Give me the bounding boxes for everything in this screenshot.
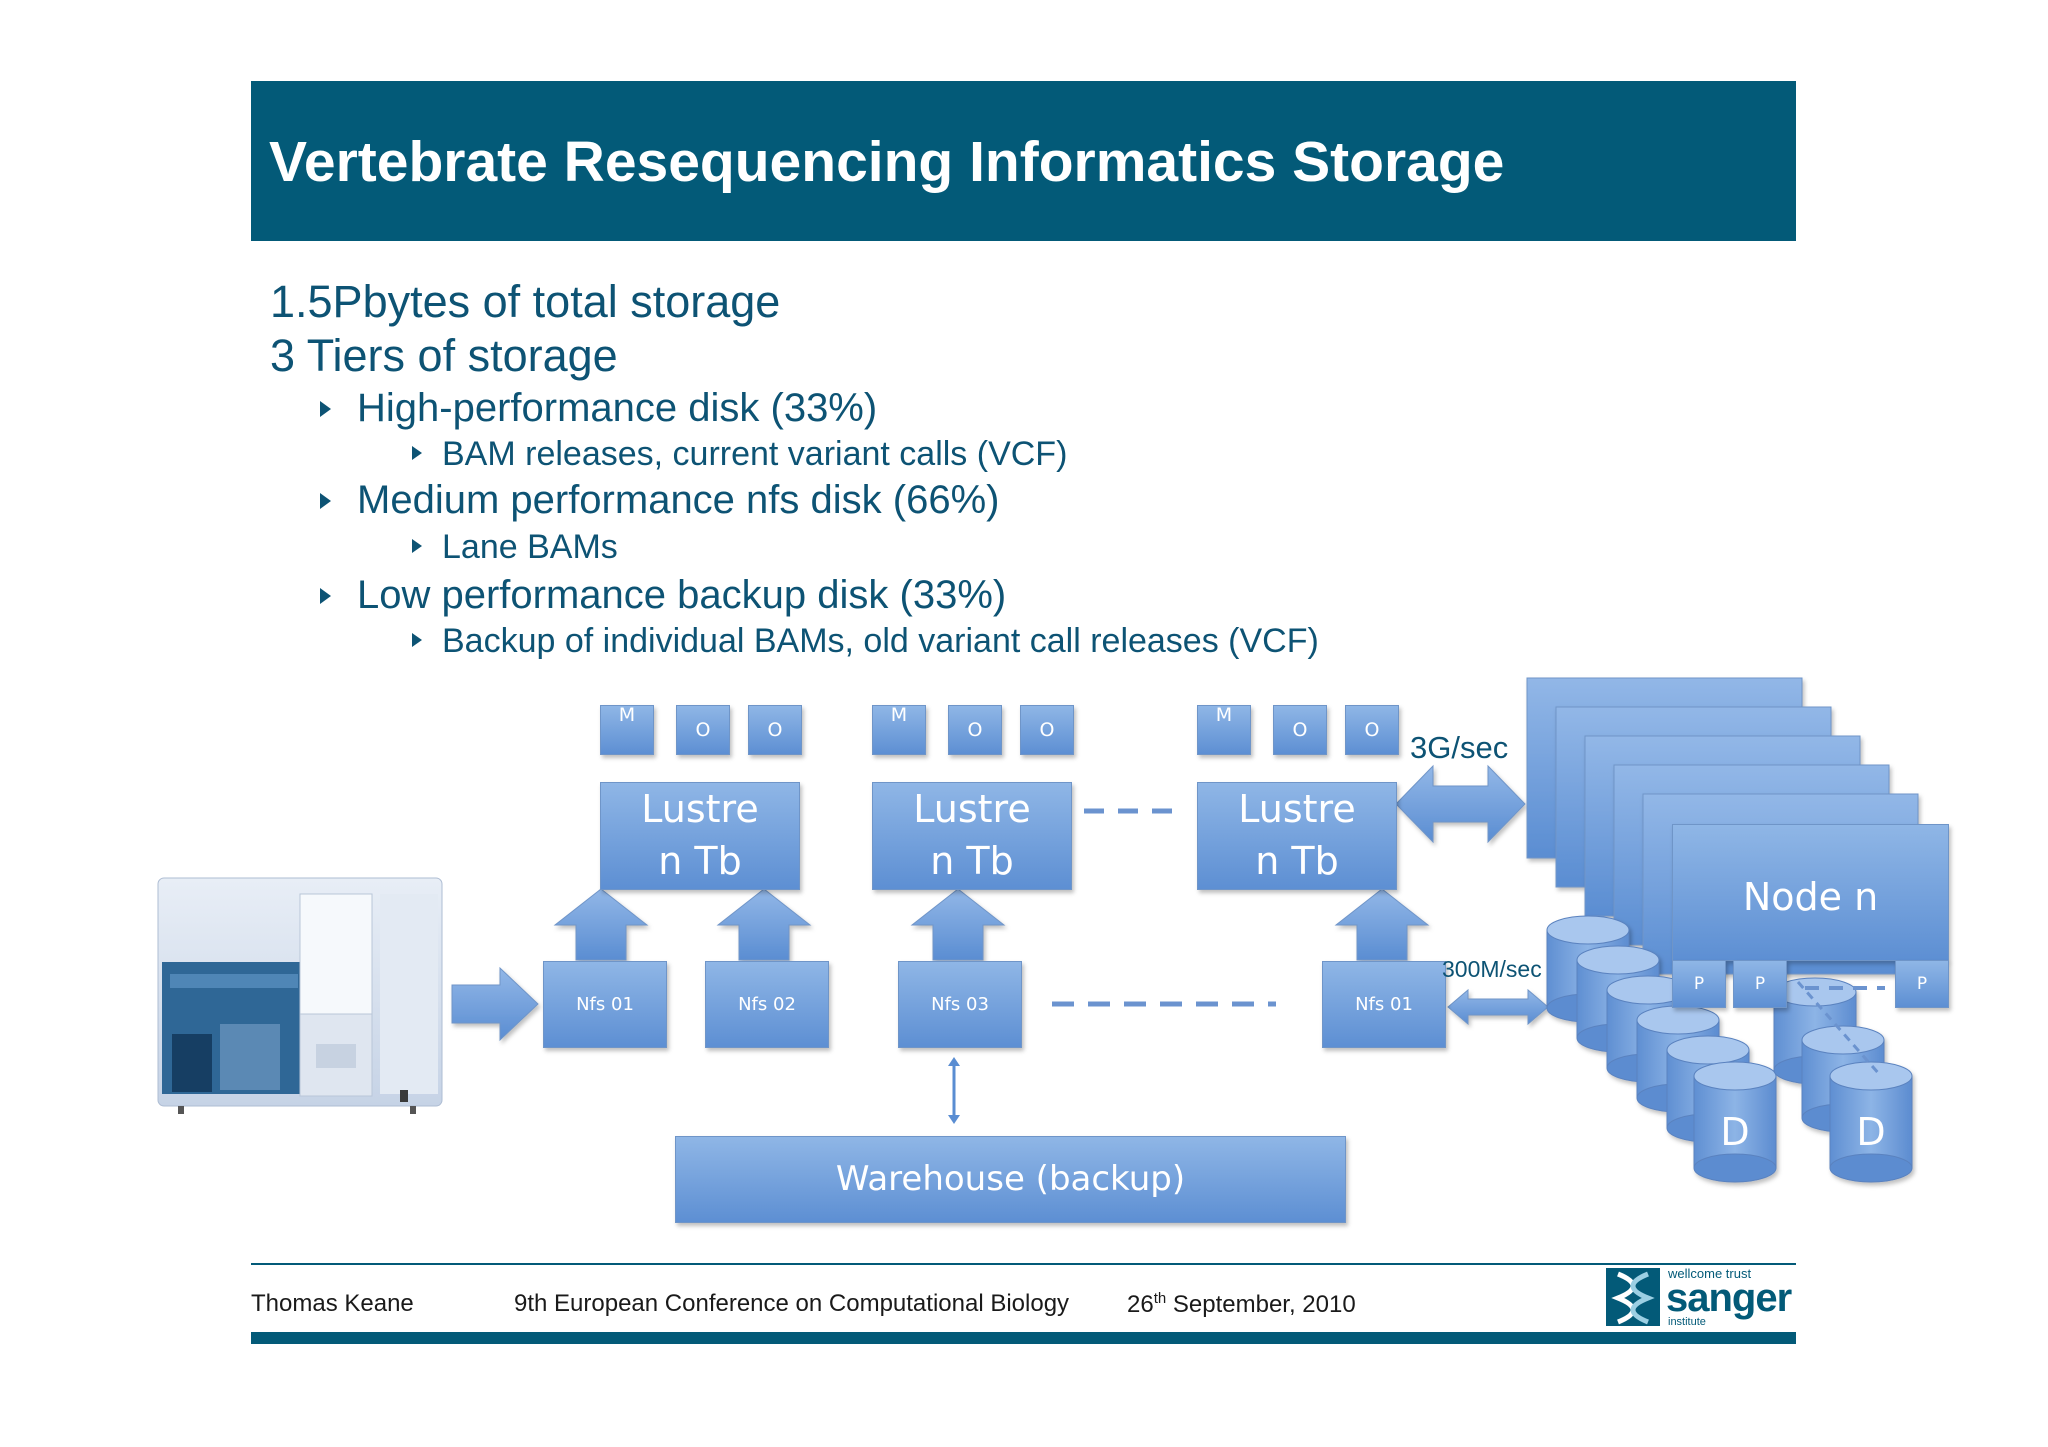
arrow-up-icon	[910, 888, 1006, 961]
footer-conference: 9th European Conference on Computational…	[514, 1290, 1070, 1317]
lustre-size: n Tb	[1255, 839, 1339, 883]
mds-tab: M	[600, 704, 654, 755]
footer-author: Thomas Keane	[251, 1290, 414, 1317]
bullet-arrow-icon	[320, 401, 331, 417]
bullet-arrow-icon	[412, 539, 422, 553]
bullet-bam-releases: BAM releases, current variant calls (VCF…	[442, 435, 1068, 473]
nfs-label: Nfs 02	[738, 994, 796, 1015]
processor-tab: P	[1895, 960, 1949, 1008]
arrow-down-icon	[948, 1115, 960, 1124]
footer-date: 26th September, 2010	[1127, 1290, 1356, 1319]
bullet-lane-bams: Lane BAMs	[442, 528, 618, 566]
oss-tab: O	[1345, 705, 1399, 755]
lustre-box-1: Lustre n Tb	[600, 782, 800, 890]
oss-tab: O	[948, 705, 1002, 755]
tab-label: O	[1292, 719, 1308, 741]
speed-300m-label: 300M/sec	[1442, 956, 1542, 982]
bullet-tiers: 3 Tiers of storage	[270, 330, 618, 381]
bullet-arrow-icon	[320, 493, 331, 509]
warehouse-box: Warehouse (backup)	[675, 1136, 1346, 1223]
node-n-box: Node n	[1672, 824, 1949, 961]
tab-label: O	[695, 719, 711, 741]
processor-tab: P	[1733, 960, 1787, 1008]
date-day: 26	[1127, 1291, 1154, 1318]
bullet-low-performance: Low performance backup disk (33%)	[357, 573, 1007, 617]
footer-bar	[251, 1332, 1796, 1344]
oss-tab: O	[1020, 705, 1074, 755]
tab-label: O	[967, 719, 983, 741]
tab-label: M	[890, 704, 908, 726]
nfs-box-4: Nfs 01	[1322, 961, 1446, 1048]
lustre-label: Lustre	[641, 787, 759, 831]
nfs-box-1: Nfs 01	[543, 961, 667, 1048]
lustre-size: n Tb	[658, 839, 742, 883]
logo-top-text: wellcome trust	[1668, 1266, 1752, 1281]
lustre-label: Lustre	[1238, 787, 1356, 831]
tab-label: P	[1916, 974, 1928, 994]
tab-label: P	[1754, 974, 1766, 994]
tab-label: M	[618, 704, 636, 726]
oss-tab: O	[748, 705, 802, 755]
disk-stack	[1546, 915, 1913, 1183]
date-rest: September, 2010	[1166, 1291, 1356, 1318]
mds-tab: M	[872, 704, 926, 755]
tab-label: M	[1215, 704, 1233, 726]
sanger-logo: wellcome trust sanger institute	[1606, 1266, 1798, 1328]
mds-tab: M	[1197, 704, 1251, 755]
lustre-size: n Tb	[930, 839, 1014, 883]
footer-divider	[251, 1263, 1796, 1265]
title-bar: Vertebrate Resequencing Informatics Stor…	[251, 81, 1796, 241]
bullet-total-storage: 1.5Pbytes of total storage	[270, 276, 781, 327]
arrow-up-icon	[948, 1057, 960, 1066]
nfs-box-3: Nfs 03	[898, 961, 1022, 1048]
bullet-arrow-icon	[412, 446, 422, 460]
arrow-up-icon	[553, 888, 649, 961]
lustre-box-3: Lustre n Tb	[1197, 782, 1397, 890]
node-label: Node n	[1742, 875, 1879, 919]
dna-logo-icon	[1606, 1268, 1660, 1326]
arrow-up-icon	[716, 888, 812, 961]
bullet-high-performance: High-performance disk (33%)	[357, 386, 878, 430]
slide-title: Vertebrate Resequencing Informatics Stor…	[269, 130, 1505, 194]
disk-label: D	[1720, 1110, 1750, 1154]
tab-label: O	[1364, 719, 1380, 741]
nfs-box-2: Nfs 02	[705, 961, 829, 1048]
warehouse-label: Warehouse (backup)	[835, 1159, 1186, 1199]
sequencer-machine-image	[157, 877, 443, 1114]
arrow-up-icon	[1334, 888, 1430, 961]
tab-label: O	[767, 719, 783, 741]
date-suffix: th	[1153, 1290, 1167, 1307]
oss-tab: O	[1273, 705, 1327, 755]
bullet-medium-performance: Medium performance nfs disk (66%)	[357, 478, 1000, 522]
disk-icon	[1693, 1061, 1777, 1183]
double-arrow-icon	[1395, 764, 1526, 844]
oss-tab: O	[676, 705, 730, 755]
double-arrow-icon	[1447, 988, 1549, 1026]
speed-3g-label: 3G/sec	[1410, 730, 1509, 765]
lustre-box-2: Lustre n Tb	[872, 782, 1072, 890]
nfs-label: Nfs 03	[931, 994, 989, 1015]
arrow-right-icon	[451, 966, 539, 1042]
bullet-backup-bams: Backup of individual BAMs, old variant c…	[442, 622, 1319, 660]
lustre-label: Lustre	[913, 787, 1031, 831]
disk-icon	[1829, 1061, 1913, 1183]
disk-label: D	[1856, 1110, 1886, 1154]
bullet-arrow-icon	[412, 633, 422, 647]
bullet-arrow-icon	[320, 588, 331, 604]
logo-main-text: sanger	[1666, 1276, 1792, 1320]
tab-label: P	[1693, 974, 1705, 994]
nfs-label: Nfs 01	[576, 994, 634, 1015]
nfs-label: Nfs 01	[1355, 994, 1413, 1015]
processor-tab: P	[1672, 960, 1726, 1008]
tab-label: O	[1039, 719, 1055, 741]
logo-bottom-text: institute	[1668, 1316, 1706, 1328]
